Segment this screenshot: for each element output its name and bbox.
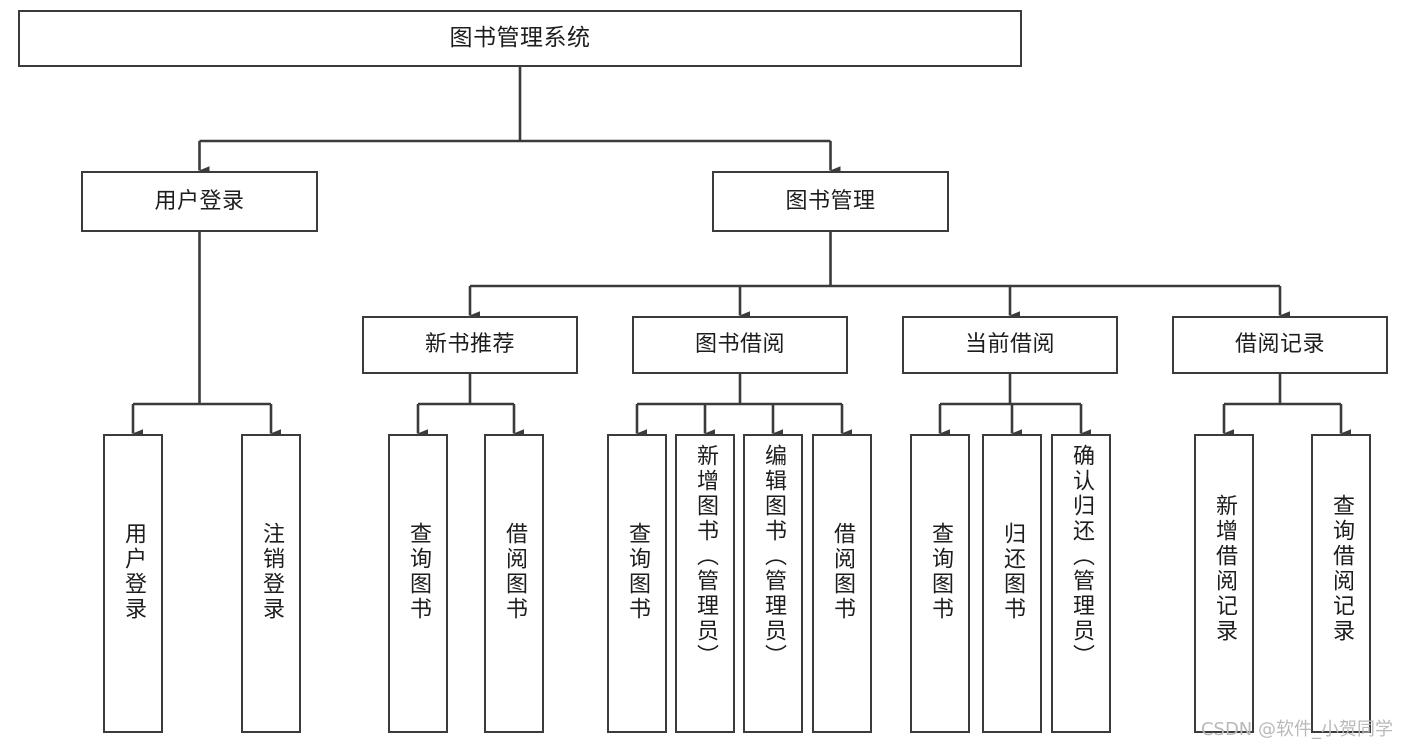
- node-label: 图书管理系统: [449, 24, 591, 51]
- node-new-book-recommend[interactable]: 新书推荐: [362, 316, 578, 374]
- node-label: 借阅记录: [1234, 332, 1325, 358]
- node-leaf-query-book-3[interactable]: 查询图书: [910, 434, 970, 733]
- node-label: 图书管理: [785, 188, 876, 214]
- node-label: 编辑图书（管理员）: [761, 444, 786, 669]
- node-label: 查询图书: [928, 522, 953, 622]
- node-label: 用户登录: [121, 522, 146, 622]
- node-leaf-query-book-2[interactable]: 查询图书: [607, 434, 667, 733]
- node-book-borrow[interactable]: 图书借阅: [632, 316, 848, 374]
- node-leaf-return-book[interactable]: 归还图书: [982, 434, 1042, 733]
- node-leaf-logout[interactable]: 注销登录: [241, 434, 301, 733]
- node-leaf-add-book-admin[interactable]: 新增图书（管理员）: [675, 434, 735, 733]
- node-label: 注销登录: [259, 522, 284, 622]
- node-leaf-query-borrow-record[interactable]: 查询借阅记录: [1311, 434, 1371, 733]
- csdn-watermark: CSDN @软件_小贺同学: [1200, 719, 1393, 740]
- node-label: 归还图书: [1000, 522, 1025, 622]
- node-leaf-borrow-book-2[interactable]: 借阅图书: [812, 434, 872, 733]
- node-leaf-add-borrow-record[interactable]: 新增借阅记录: [1194, 434, 1254, 733]
- node-label: 新书推荐: [424, 332, 515, 358]
- node-label: 查询借阅记录: [1329, 494, 1354, 644]
- node-label: 借阅图书: [502, 522, 527, 622]
- node-label: 查询图书: [625, 522, 650, 622]
- node-label: 新增图书（管理员）: [693, 444, 718, 669]
- node-root[interactable]: 图书管理系统: [18, 10, 1022, 67]
- node-borrow-record[interactable]: 借阅记录: [1172, 316, 1388, 374]
- node-leaf-query-book-1[interactable]: 查询图书: [388, 434, 448, 733]
- node-leaf-edit-book-admin[interactable]: 编辑图书（管理员）: [743, 434, 803, 733]
- node-label: 新增借阅记录: [1212, 494, 1237, 644]
- node-leaf-user-login[interactable]: 用户登录: [103, 434, 163, 733]
- node-label: 用户登录: [154, 188, 245, 214]
- node-label: 当前借阅: [964, 332, 1055, 358]
- node-book-manage[interactable]: 图书管理: [712, 171, 949, 232]
- node-label: 图书借阅: [694, 332, 785, 358]
- node-leaf-borrow-book-1[interactable]: 借阅图书: [484, 434, 544, 733]
- node-label: 查询图书: [406, 522, 431, 622]
- node-user-login[interactable]: 用户登录: [81, 171, 318, 232]
- node-leaf-confirm-return-admin[interactable]: 确认归还（管理员）: [1051, 434, 1111, 733]
- node-label: 确认归还（管理员）: [1069, 444, 1094, 669]
- node-label: 借阅图书: [830, 522, 855, 622]
- node-current-borrow[interactable]: 当前借阅: [902, 316, 1118, 374]
